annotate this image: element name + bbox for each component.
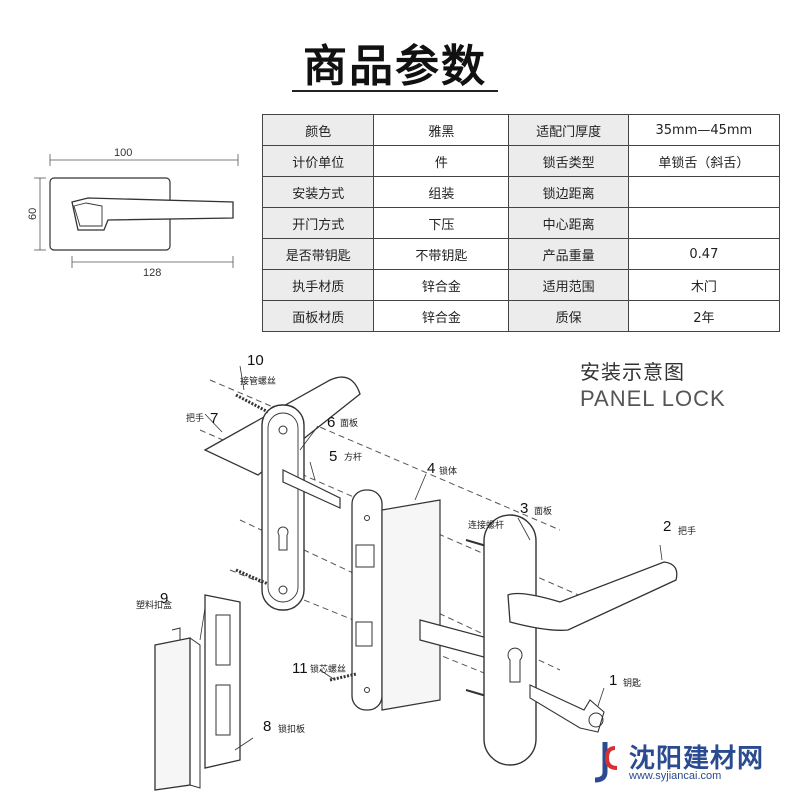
connecting-bolt-label: 连接螺杆 <box>468 521 505 531</box>
spec-key: 锁舌类型 <box>508 145 629 177</box>
spec-key: 是否带钥匙 <box>261 238 375 270</box>
spec-key: 锁边距离 <box>508 176 629 208</box>
watermark-name: 沈阳建材网 <box>629 744 765 774</box>
spec-key: 面板材质 <box>261 300 375 332</box>
watermark-logo: 沈阳建材网 www.syjiancai.com <box>585 738 785 784</box>
spec-value: 单锁舌（斜舌） <box>627 145 781 177</box>
dim-bottom-text: 128 <box>143 267 161 279</box>
part-number-4: 4 <box>427 460 436 477</box>
part-label-1: 钥匙 <box>623 679 642 689</box>
spec-value <box>627 176 781 208</box>
part-label-4: 锁体 <box>439 467 458 477</box>
dimension-drawing: 100 60 128 <box>28 147 239 279</box>
spec-key: 产品重量 <box>508 238 629 270</box>
part-number-3: 3 <box>520 500 529 517</box>
spec-row: 开门方式下压中心距离 <box>261 207 781 239</box>
part-number-8: 8 <box>263 718 272 735</box>
part-label-8: 锁扣板 <box>278 725 306 735</box>
installation-diagram <box>154 365 678 791</box>
part-label-7: 把手 <box>186 414 205 424</box>
spec-value <box>627 207 781 239</box>
part-number-1: 1 <box>609 672 618 689</box>
spec-value: 锌合金 <box>373 269 510 301</box>
spec-value: 2年 <box>627 300 781 332</box>
page-title: 商品参数 <box>303 41 487 92</box>
spec-value: 件 <box>373 145 510 177</box>
part-number-10: 10 <box>247 352 264 369</box>
spec-key: 质保 <box>508 300 629 332</box>
part-number-11: 11 <box>292 660 308 677</box>
diagram-title-cn: 安装示意图 <box>580 360 685 384</box>
spec-key: 适配门厚度 <box>508 114 629 146</box>
part-label-3: 面板 <box>534 507 553 517</box>
spec-value: 雅黑 <box>373 114 510 146</box>
spec-value: 不带钥匙 <box>373 238 510 270</box>
spec-value: 锌合金 <box>373 300 510 332</box>
part-number-5: 5 <box>329 448 338 465</box>
spec-key: 中心距离 <box>508 207 629 239</box>
dim-side-text: 60 <box>28 208 39 220</box>
spec-row: 计价单位件锁舌类型单锁舌（斜舌） <box>261 145 781 177</box>
watermark-url: www.syjiancai.com <box>629 770 722 782</box>
spec-value: 组装 <box>373 176 510 208</box>
spec-row: 安装方式组装锁边距离 <box>261 176 781 208</box>
part-number-7: 7 <box>210 410 219 427</box>
spec-key: 计价单位 <box>261 145 375 177</box>
part-number-6: 6 <box>327 414 336 431</box>
spec-value: 0.47 <box>627 238 781 270</box>
spec-value: 下压 <box>373 207 510 239</box>
dim-top-text: 100 <box>114 147 132 159</box>
diagram-title-en: PANEL LOCK <box>580 386 726 411</box>
spec-key: 开门方式 <box>261 207 375 239</box>
spec-key: 适用范围 <box>508 269 629 301</box>
part-label-2: 把手 <box>678 527 697 537</box>
part-number-9: 9 <box>160 590 169 607</box>
spec-key: 安装方式 <box>261 176 375 208</box>
spec-key: 执手材质 <box>261 269 375 301</box>
watermark-logo-icon <box>594 742 618 783</box>
title-underline <box>292 90 498 92</box>
spec-value: 木门 <box>627 269 781 301</box>
part-label-10: 接管螺丝 <box>240 377 277 387</box>
part-label-6: 面板 <box>340 419 359 429</box>
spec-row: 执手材质锌合金适用范围木门 <box>261 269 781 301</box>
spec-key: 颜色 <box>261 114 375 146</box>
spec-value: 35mm—45mm <box>627 114 781 146</box>
part-label-11: 锁芯螺丝 <box>310 665 347 675</box>
part-label-9: 塑料扣盒 <box>136 601 173 611</box>
part-label-5: 方杆 <box>344 453 363 463</box>
part-number-2: 2 <box>663 518 672 535</box>
